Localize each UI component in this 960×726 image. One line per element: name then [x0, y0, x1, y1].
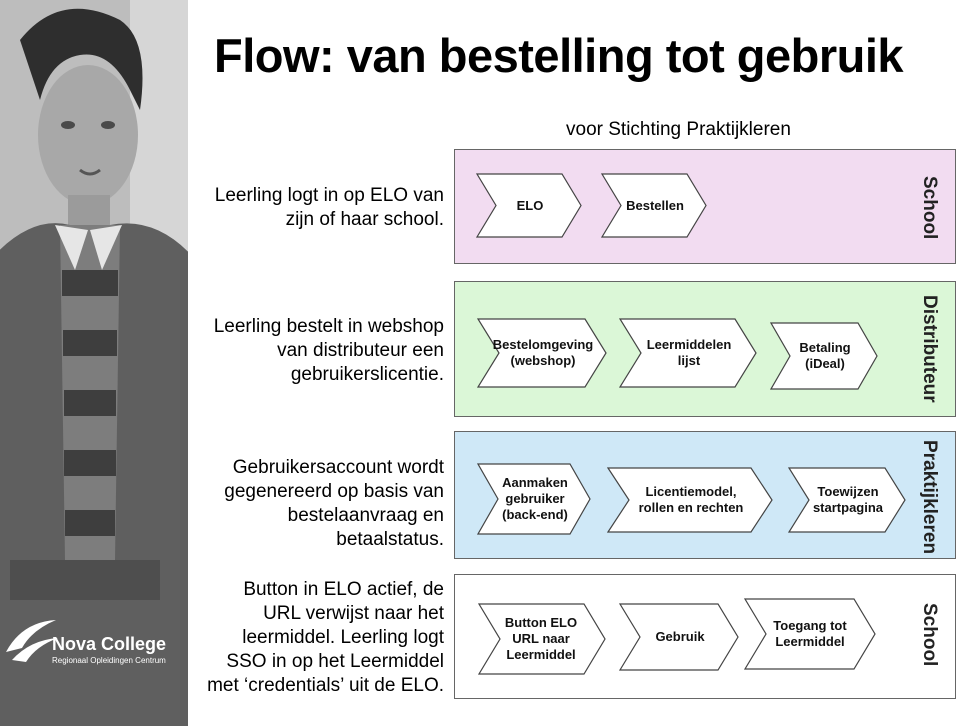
- step-bestelomgeving: Bestelomgeving (webshop): [477, 318, 607, 388]
- lane-label-distributeur: Distributeur: [919, 295, 940, 403]
- page-subtitle: voor Stichting Praktijkleren: [566, 119, 791, 140]
- step-betaling: Betaling (iDeal): [770, 322, 878, 390]
- step-label: Bestellen: [626, 197, 684, 213]
- logo-brand: Nova College: [52, 634, 167, 654]
- step-toegang-leermiddel: Toegang tot Leermiddel: [744, 598, 876, 670]
- page-title: Flow: van bestelling tot gebruik: [214, 29, 904, 82]
- row-description-2: Leerling bestelt in webshop van distribu…: [213, 316, 444, 385]
- row-description-1: Leerling logt in op ELO van zijn of haar…: [214, 185, 444, 230]
- step-label: Leermiddelen lijst: [646, 337, 732, 368]
- step-label: Gebruik: [655, 629, 705, 644]
- student-photo: Nova College Regionaal Opleidingen Centr…: [0, 0, 188, 726]
- step-label: ELO: [516, 197, 544, 213]
- step-label: Button ELO URL naar Leermiddel: [504, 615, 578, 662]
- student-illustration: [0, 0, 188, 726]
- logo-swoosh-icon: [6, 620, 58, 662]
- step-bestellen: Bestellen: [601, 173, 707, 238]
- logo: Nova College Regionaal Opleidingen Centr…: [0, 612, 188, 674]
- step-label: Betaling (iDeal): [799, 340, 851, 371]
- step-label: Licentiemodel, rollen en rechten: [638, 484, 744, 515]
- lane-label-school-bottom: School: [919, 603, 940, 667]
- step-licentiemodel: Licentiemodel, rollen en rechten: [607, 467, 773, 533]
- step-toewijzen-startpagina: Toewijzen startpagina: [788, 467, 906, 533]
- step-label: Toegang tot Leermiddel: [773, 618, 847, 649]
- row-description-4: Button in ELO actief, de URL verwijst na…: [207, 579, 444, 696]
- step-label: Toewijzen startpagina: [812, 484, 884, 515]
- step-button-elo: Button ELO URL naar Leermiddel: [478, 603, 606, 675]
- row-description-3: Gebruikersaccount wordt gegenereerd op b…: [224, 457, 444, 550]
- lane-label-praktijkleren: Praktijkleren: [919, 439, 940, 555]
- step-label: Bestelomgeving (webshop): [492, 337, 594, 368]
- step-label: Aanmaken gebruiker (back-end): [502, 475, 568, 522]
- step-elo: ELO: [476, 173, 582, 238]
- lane-label-school-top: School: [919, 176, 940, 240]
- step-aanmaken-gebruiker: Aanmaken gebruiker (back-end): [477, 463, 591, 535]
- step-leermiddelen-lijst: Leermiddelen lijst: [619, 318, 757, 388]
- step-gebruik: Gebruik: [619, 603, 739, 671]
- logo-tagline: Regionaal Opleidingen Centrum: [52, 656, 166, 665]
